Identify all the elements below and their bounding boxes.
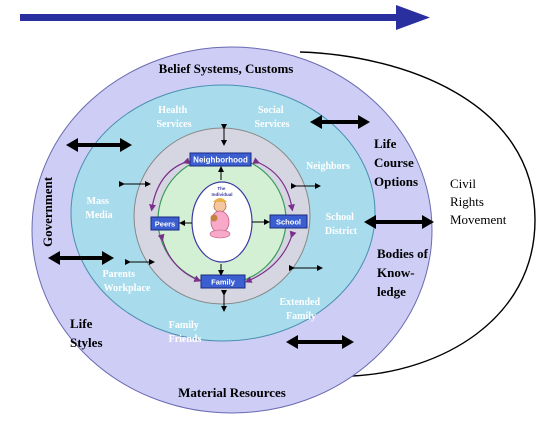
parents-workplace-label: Parents Workplace [102,269,150,294]
life-styles-label: Life Styles [70,316,103,350]
svg-text:School: School [276,218,301,227]
exosystem-labels: Health Services Social Services Neighbor… [85,105,357,345]
macro-arrows [48,115,434,349]
arrow-right-upper [310,115,370,129]
family-box: Family [200,274,246,289]
social-services-label: Social Services [255,105,290,130]
meso-curved-arrows [149,157,297,283]
child-figure-icon [209,198,231,239]
school-district-label: School District [325,212,358,237]
belief-systems-label: Belief Systems, Customs [159,61,294,76]
svg-text:Peers: Peers [155,220,175,229]
inner-arrows [179,166,270,276]
svg-text:Family: Family [211,278,236,287]
civil-rights-boundary [299,51,536,377]
svg-text:Neighborhood: Neighborhood [193,156,248,165]
individual-label: The Individual [211,186,232,197]
timeline-arrow [20,5,430,30]
bodies-of-knowledge-label: Bodies of Know- ledge [377,246,431,299]
life-course-label: Life Course Options [374,136,418,189]
government-label: Government [40,176,55,247]
arrow-right-lower [286,335,354,349]
meso-arrows [119,124,323,312]
family-friends-label: Family Friends [169,320,202,345]
mass-media-label: Mass Media [85,196,112,221]
health-services-label: Health Services [157,105,192,130]
neighborhood-box: Neighborhood [189,152,252,167]
arrow-left-upper [66,138,132,152]
extended-family-label: Extended Family [279,297,322,322]
arrow-left-lower [48,251,114,265]
material-resources-label: Material Resources [178,385,286,400]
arrow-right-middle [364,215,434,229]
civil-rights-label: Civil Rights Movement [450,176,507,227]
peers-box: Peers [150,216,180,231]
school-box: School [269,214,308,229]
neighbors-label: Neighbors [306,161,350,172]
